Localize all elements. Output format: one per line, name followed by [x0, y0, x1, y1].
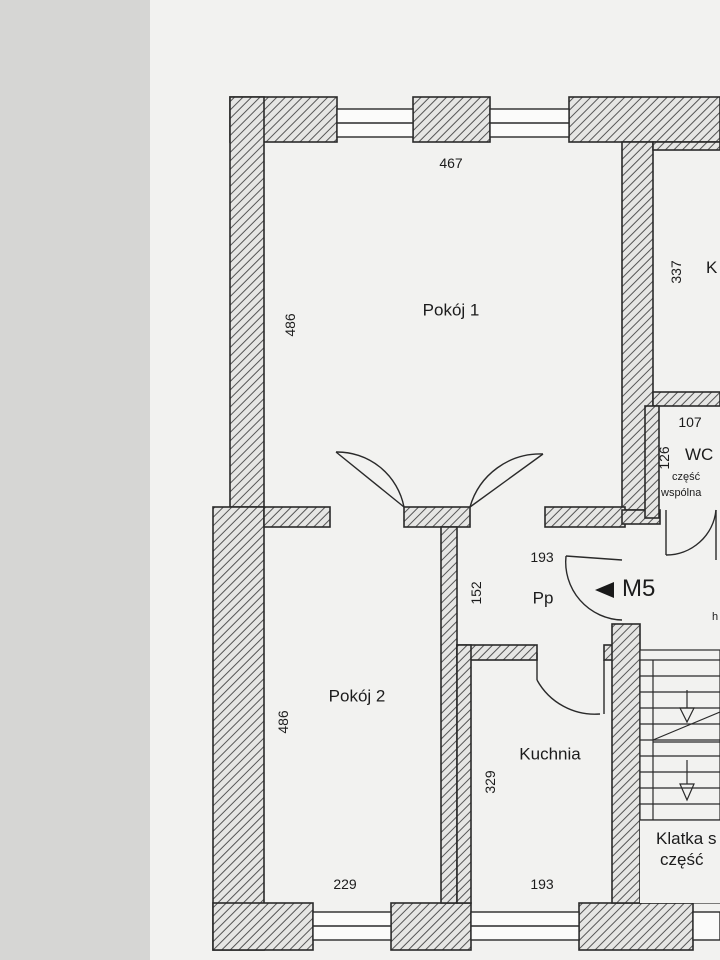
entry-marker-label: M5	[622, 575, 656, 602]
dim-k-height: 337	[668, 260, 684, 284]
dim-wc-height: 126	[656, 446, 672, 470]
room-label-wc-sub2: wspólna	[661, 487, 702, 499]
room-label-h: h	[712, 611, 719, 623]
wall-bottom-mid	[390, 902, 472, 951]
door-arc-pokoj1	[469, 453, 544, 508]
wall-kuchnia-right	[611, 623, 641, 904]
room-label-kuchnia: Kuchnia	[519, 744, 581, 764]
door-arc-pokoj2	[335, 451, 405, 508]
door-arc-kuchnia	[536, 679, 601, 715]
dim-pokoj2-height: 486	[275, 710, 291, 734]
wall-kuchnia-left	[456, 644, 472, 904]
room-label-wc-sub1: część	[672, 471, 701, 483]
door-arc-entry	[564, 555, 623, 621]
window-bottom-3	[692, 911, 720, 941]
wall-k-top	[652, 141, 720, 151]
dim-pokoj1-width: 467	[439, 155, 463, 171]
wall-mid-left	[263, 506, 331, 528]
room-label-pp: Pp	[532, 588, 554, 608]
background-left	[0, 0, 150, 960]
walls	[212, 96, 720, 951]
wall-left-lower	[212, 506, 265, 951]
dim-kuchnia-height: 329	[482, 770, 498, 794]
room-label-k: K	[706, 258, 718, 277]
wall-wc-left	[644, 405, 660, 519]
wall-mid-right	[544, 506, 626, 528]
room-label-wc: WC	[685, 445, 714, 464]
room-label-pokoj2: Pokój 2	[328, 686, 386, 706]
room-label-pokoj1: Pokój 1	[422, 300, 480, 320]
wall-top-mid	[412, 96, 491, 143]
door-arc-wc	[665, 509, 717, 556]
entry-arrow-icon	[595, 582, 614, 598]
dim-pp-width: 193	[530, 549, 554, 565]
wall-k-bottom	[652, 391, 720, 407]
dim-wc-width: 107	[678, 414, 702, 430]
wall-left-upper	[229, 96, 265, 508]
wall-pokoj2-right	[440, 526, 458, 904]
room-label-klatka-sub: część	[660, 850, 704, 869]
dim-kuchnia-width: 193	[530, 876, 554, 892]
staircase	[639, 649, 720, 904]
dim-pokoj1-height: 486	[282, 313, 298, 337]
room-label-klatka: Klatka s	[656, 829, 717, 848]
wall-mid-center	[403, 506, 471, 528]
doors	[335, 451, 717, 715]
dim-pokoj2-width: 229	[333, 876, 357, 892]
wall-bottom-right	[578, 902, 694, 951]
wall-bottom-left	[212, 902, 314, 951]
dim-pp-height: 152	[468, 581, 484, 605]
wall-top-right	[568, 96, 720, 143]
windows	[312, 108, 720, 941]
